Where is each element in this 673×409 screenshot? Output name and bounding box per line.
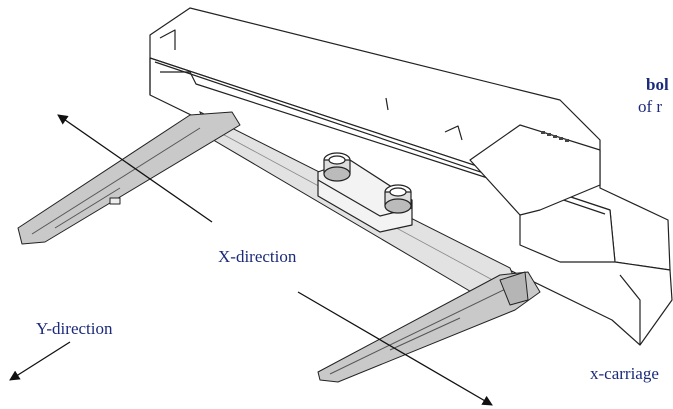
x-direction-arrow-up <box>57 114 213 223</box>
x-direction-label: X-direction <box>218 247 297 266</box>
of-note-label: of r <box>638 97 663 116</box>
left-rail <box>17 111 241 245</box>
x-direction-arrow-down <box>297 291 493 406</box>
plotter-device-illustration <box>149 7 673 346</box>
x-carriage-label: x-carriage <box>590 364 659 383</box>
x-carriage-assembly <box>317 152 413 233</box>
right-rail <box>317 271 541 383</box>
y-direction-label: Y-direction <box>36 319 113 338</box>
bold-note-label: bol <box>646 75 669 94</box>
y-direction-arrow <box>9 341 71 381</box>
